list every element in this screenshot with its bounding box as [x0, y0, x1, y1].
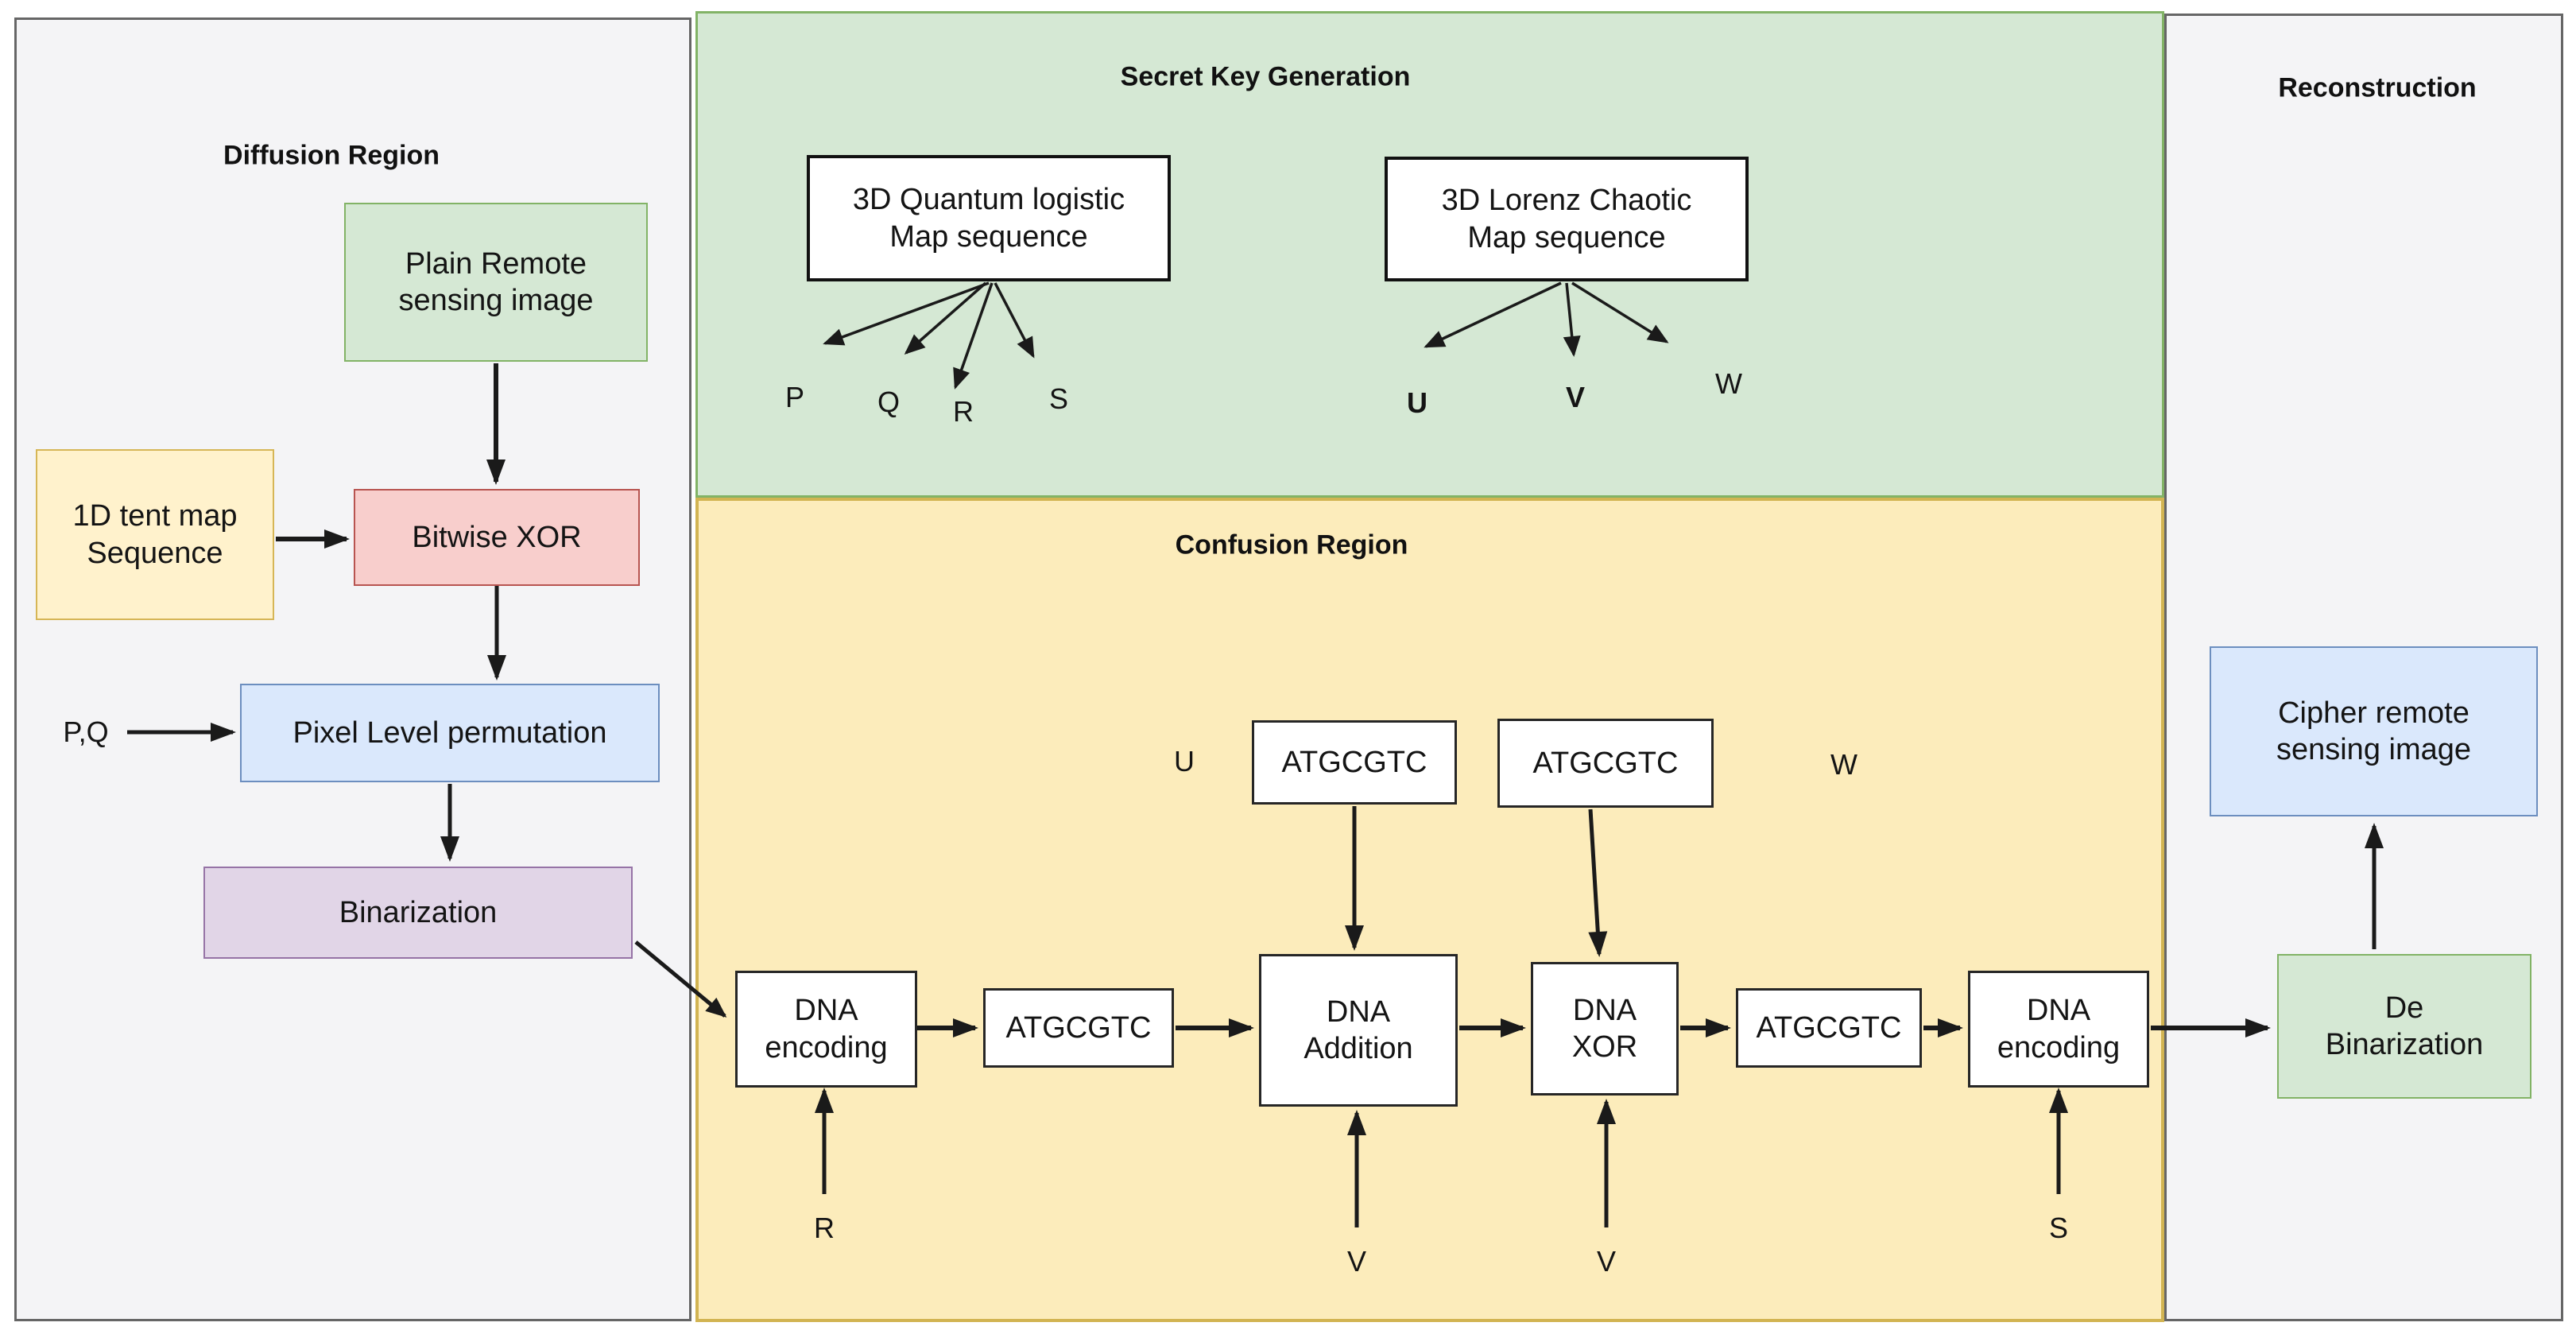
binarization-box: Binarization — [203, 867, 633, 959]
confusion-w-label: W — [1830, 748, 1857, 781]
confusion-s-label: S — [2048, 1212, 2069, 1244]
diffusion-region-title: Diffusion Region — [223, 140, 440, 171]
upper-atgcgtc-box-1: ATGCGTC — [1252, 720, 1457, 805]
key-w-label: W — [1715, 367, 1742, 400]
confusion-v2-label: V — [1596, 1245, 1617, 1278]
confusion-region-panel — [695, 498, 2164, 1322]
confusion-region-title: Confusion Region — [1175, 529, 1408, 560]
atgcgtc-box-1: ATGCGTC — [983, 988, 1174, 1068]
key-s-label: S — [1048, 382, 1069, 415]
key-v-label: V — [1565, 381, 1586, 413]
upper-atgcgtc-box-2: ATGCGTC — [1497, 719, 1714, 808]
tent-map-box: 1D tent map Sequence — [36, 449, 274, 620]
key-u-label: U — [1407, 386, 1427, 419]
reconstruction-region-title: Reconstruction — [2278, 72, 2477, 103]
lorenz-map-box: 3D Lorenz Chaotic Map sequence — [1385, 157, 1749, 281]
quantum-map-box: 3D Quantum logistic Map sequence — [807, 155, 1171, 281]
key-r-label: R — [953, 395, 974, 428]
dna-xor-box: DNA XOR — [1531, 962, 1679, 1096]
dna-encoding-box-1: DNA encoding — [735, 971, 917, 1088]
pq-input-label: P,Q — [63, 715, 109, 748]
cipher-image-box: Cipher remote sensing image — [2210, 646, 2538, 816]
key-q-label: Q — [877, 386, 901, 418]
secret-key-region-title: Secret Key Generation — [1120, 61, 1411, 92]
key-p-label: P — [784, 381, 805, 413]
dna-encoding-box-2: DNA encoding — [1968, 971, 2149, 1088]
plain-image-box: Plain Remote sensing image — [344, 203, 648, 362]
confusion-v1-label: V — [1346, 1245, 1367, 1278]
atgcgtc-box-2: ATGCGTC — [1736, 988, 1922, 1068]
dna-addition-box: DNA Addition — [1259, 954, 1458, 1107]
de-binarization-box: De Binarization — [2277, 954, 2531, 1099]
bitwise-xor-box: Bitwise XOR — [354, 489, 640, 586]
confusion-r-label: R — [814, 1212, 835, 1244]
pixel-permutation-box: Pixel Level permutation — [240, 684, 660, 782]
confusion-u-label: U — [1174, 745, 1195, 778]
